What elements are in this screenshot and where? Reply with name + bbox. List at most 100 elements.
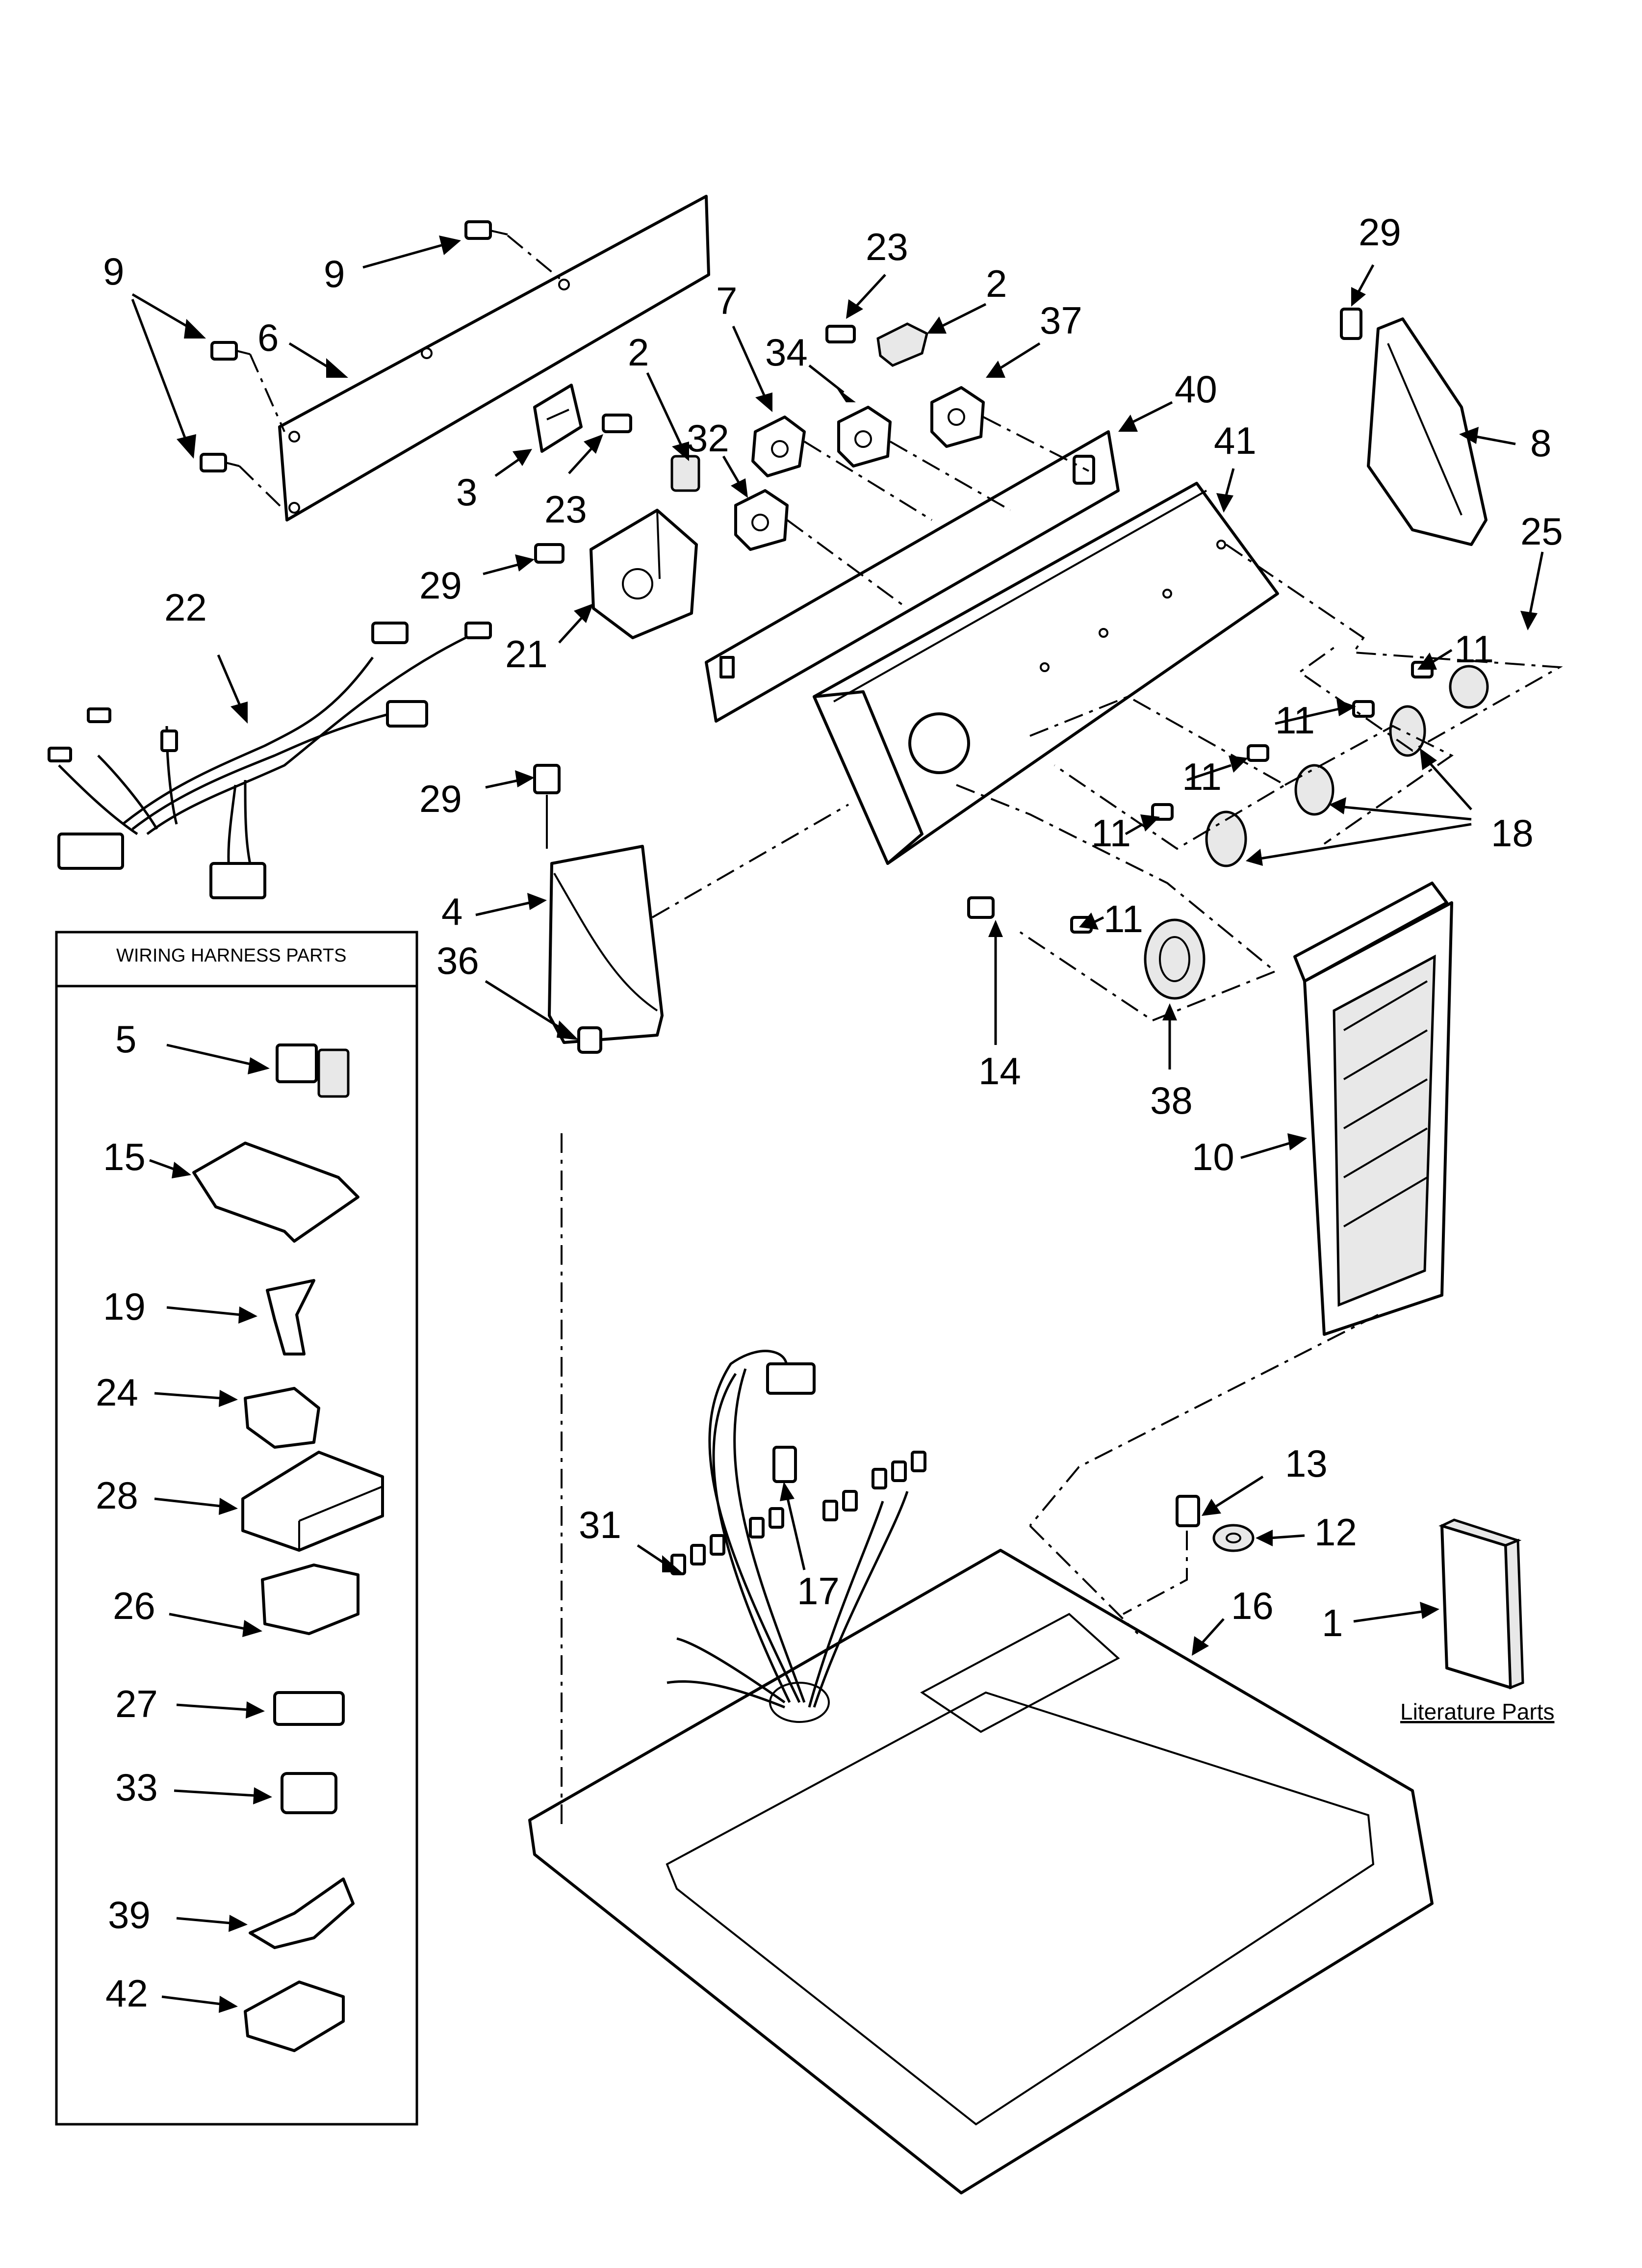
callout-34: 34 bbox=[765, 331, 808, 374]
knob-part-18-a bbox=[1389, 705, 1426, 757]
screw-part-9-left-b bbox=[200, 453, 240, 472]
leader-lines bbox=[131, 235, 1544, 2013]
callout-2: 2 bbox=[628, 331, 649, 374]
wiring-item-42: 42 bbox=[105, 1972, 148, 2015]
callout-11: 11 bbox=[1182, 755, 1222, 798]
connector-part-33 bbox=[281, 1772, 337, 1814]
callout-14: 14 bbox=[978, 1049, 1021, 1093]
callout-3: 3 bbox=[456, 470, 477, 514]
connector-part-42 bbox=[244, 1981, 345, 2052]
callout-32: 32 bbox=[687, 417, 729, 460]
callout-9: 9 bbox=[103, 250, 124, 293]
screw-part-23-right bbox=[825, 325, 856, 343]
screw-part-9-top bbox=[464, 220, 508, 240]
knob-part-38 bbox=[1144, 918, 1206, 1000]
callout-13: 13 bbox=[1285, 1442, 1328, 1485]
terminal-part-39 bbox=[249, 1877, 355, 1949]
callout-4: 4 bbox=[441, 890, 462, 933]
terminal-part-19 bbox=[266, 1279, 315, 1356]
callout-38: 38 bbox=[1150, 1079, 1193, 1122]
connector-part-26 bbox=[261, 1564, 359, 1635]
wiring-item-24: 24 bbox=[96, 1371, 138, 1414]
callout-36: 36 bbox=[436, 939, 479, 982]
callout-6: 6 bbox=[257, 316, 279, 359]
console-bracket-part-40 bbox=[705, 430, 1120, 723]
callout-1: 1 bbox=[1322, 1601, 1343, 1644]
callout-22: 22 bbox=[164, 586, 207, 629]
switch-part-2-right bbox=[876, 322, 928, 367]
switch-part-7 bbox=[751, 416, 806, 477]
connector-part-15 bbox=[192, 1142, 359, 1243]
screw-part-23-left bbox=[602, 414, 632, 433]
callout-12: 12 bbox=[1314, 1511, 1357, 1554]
wiring-item-15: 15 bbox=[103, 1135, 146, 1178]
callout-37: 37 bbox=[1040, 299, 1082, 342]
timer-part-21 bbox=[590, 509, 698, 639]
clip-part-36 bbox=[577, 1026, 602, 1054]
callout-18: 18 bbox=[1491, 811, 1534, 855]
clip-part-11-c bbox=[1247, 744, 1269, 762]
wiring-item-39: 39 bbox=[108, 1893, 151, 1936]
bracket-part-8 bbox=[1367, 317, 1488, 546]
callout-29: 29 bbox=[419, 564, 462, 607]
callout-8: 8 bbox=[1530, 421, 1551, 465]
connector-part-28 bbox=[241, 1451, 384, 1552]
switch-part-32 bbox=[734, 489, 789, 551]
washer-part-12 bbox=[1212, 1524, 1255, 1552]
switch-part-2-left bbox=[670, 455, 700, 492]
wiring-item-5: 5 bbox=[115, 1017, 136, 1061]
callout-10: 10 bbox=[1192, 1135, 1234, 1178]
wiring-item-27: 27 bbox=[115, 1682, 158, 1725]
callout-9: 9 bbox=[324, 252, 345, 295]
callout-21: 21 bbox=[505, 632, 548, 676]
wire-harness-part-22 bbox=[48, 622, 492, 899]
wiring-harness-parts-title: WIRING HARNESS PARTS bbox=[116, 945, 346, 966]
callout-23: 23 bbox=[544, 488, 587, 531]
callout-25: 25 bbox=[1520, 510, 1563, 553]
wiring-box-labels: 5 15 19 24 28 26 27 33 39 42 bbox=[96, 1017, 158, 2015]
connector-part-24 bbox=[244, 1387, 320, 1449]
callout-29: 29 bbox=[1359, 210, 1401, 254]
lint-filter-part-10 bbox=[1293, 882, 1453, 1336]
wiring-harness-parts-box: WIRING HARNESS PARTS bbox=[55, 931, 418, 2126]
screw-part-9-left-a bbox=[210, 341, 251, 361]
wiring-item-19: 19 bbox=[103, 1285, 146, 1328]
screw-part-29-bracket bbox=[533, 764, 561, 794]
screw-part-29-hinge bbox=[1340, 308, 1362, 340]
switch-part-37 bbox=[930, 386, 985, 448]
callout-17: 17 bbox=[797, 1569, 840, 1613]
callout-16: 16 bbox=[1231, 1584, 1274, 1627]
connector-part-27 bbox=[273, 1691, 345, 1726]
switch-part-34 bbox=[837, 406, 892, 468]
callout-11: 11 bbox=[1275, 699, 1315, 742]
callout-11: 11 bbox=[1091, 811, 1131, 855]
back-panel-part-6 bbox=[278, 195, 710, 521]
literature-parts-label: Literature Parts bbox=[1400, 1699, 1554, 1724]
screw-part-13 bbox=[1176, 1495, 1200, 1527]
screw-part-17 bbox=[772, 1446, 797, 1483]
screw-part-29-timer bbox=[534, 543, 564, 564]
connector-part-5 bbox=[276, 1043, 350, 1098]
callout-23: 23 bbox=[866, 225, 908, 268]
callout-2: 2 bbox=[986, 262, 1007, 305]
callout-11: 11 bbox=[1454, 627, 1494, 671]
callout-labels: 9 9 6 3 23 2 32 29 21 22 23 2 7 34 37 40… bbox=[103, 210, 1563, 1644]
clip-part-11-d bbox=[1151, 803, 1174, 821]
control-panel-part-41 bbox=[813, 482, 1279, 865]
clip-part-11-b bbox=[1352, 700, 1375, 718]
knob-part-18-b bbox=[1294, 764, 1334, 816]
callout-29: 29 bbox=[419, 777, 462, 820]
wiring-item-28: 28 bbox=[96, 1474, 138, 1517]
callout-31: 31 bbox=[579, 1503, 621, 1546]
callout-11: 11 bbox=[1103, 897, 1143, 940]
top-panel-part-16 bbox=[528, 1549, 1434, 2194]
bracket-part-3 bbox=[533, 384, 583, 453]
wiring-item-26: 26 bbox=[113, 1584, 155, 1627]
callout-41: 41 bbox=[1214, 419, 1257, 462]
end-cap-part-4 bbox=[548, 845, 664, 1044]
literature-part-1 bbox=[1438, 1518, 1524, 1690]
screw-part-14 bbox=[967, 896, 995, 919]
knob-part-25 bbox=[1449, 665, 1489, 709]
wiring-item-33: 33 bbox=[115, 1766, 158, 1809]
